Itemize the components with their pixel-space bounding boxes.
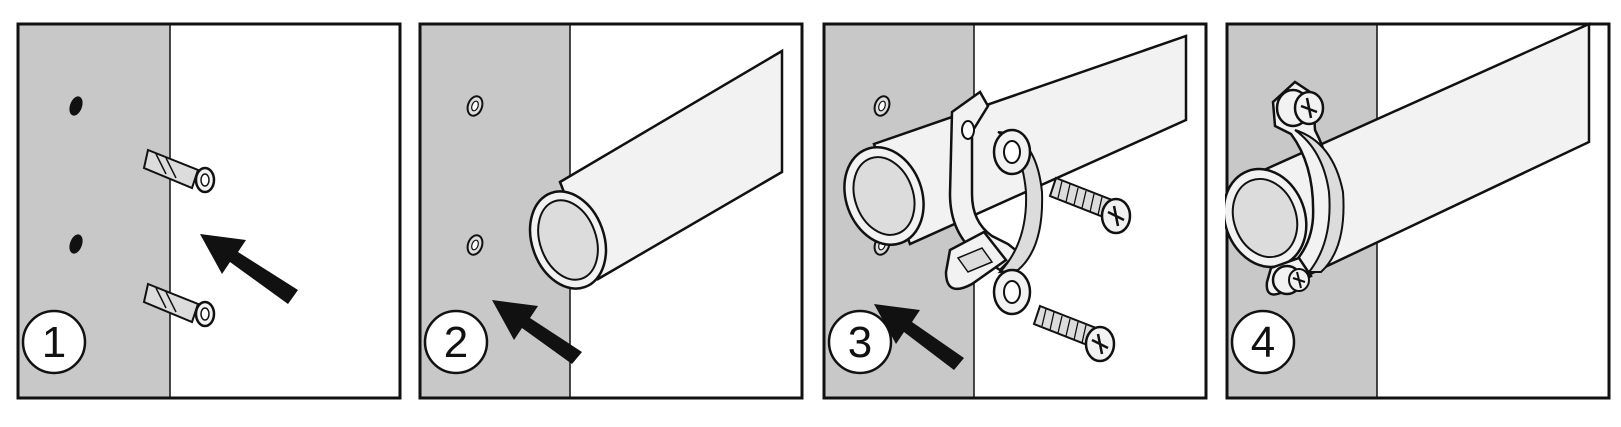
screw-top (1048, 176, 1132, 235)
step-4-illustration: 4 (1225, 22, 1611, 400)
step-panel-4: 4 (1225, 22, 1611, 400)
step-badge-1 (21, 309, 87, 375)
step-3-illustration: 3 (822, 22, 1208, 400)
step-2-illustration: 2 (418, 22, 804, 400)
screw-head-bottom (1271, 264, 1310, 296)
drill-hole-top (69, 96, 83, 116)
washer-bottom (992, 268, 1032, 316)
step-number-2: 2 (444, 318, 468, 367)
drill-hole-bottom (69, 234, 83, 254)
direction-arrow (492, 300, 582, 364)
washer-top (992, 128, 1032, 176)
step-panel-1: 1 (16, 22, 402, 400)
step-number-3: 3 (848, 318, 872, 367)
direction-arrow (200, 234, 298, 304)
step-number-1: 1 (42, 318, 66, 367)
pipe (528, 48, 784, 290)
step-badge-4 (1230, 309, 1296, 375)
drill-hole-top (466, 95, 484, 117)
pipe-clamp (944, 90, 1044, 316)
step-panel-2: 2 (418, 22, 804, 400)
step-badge-3 (827, 309, 893, 375)
step-number-4: 4 (1251, 318, 1275, 367)
step-panel-3: 3 (822, 22, 1208, 400)
drill-hole-top (873, 95, 891, 117)
wall-plug-bottom (142, 282, 216, 328)
step-badge-2 (423, 309, 489, 375)
direction-arrow (874, 304, 964, 370)
step-1-illustration: 1 (16, 22, 402, 400)
drill-hole-bottom (466, 234, 484, 256)
screw-bottom (1032, 304, 1116, 363)
wall-plug-top (142, 148, 216, 194)
screw-head-top (1275, 88, 1325, 128)
